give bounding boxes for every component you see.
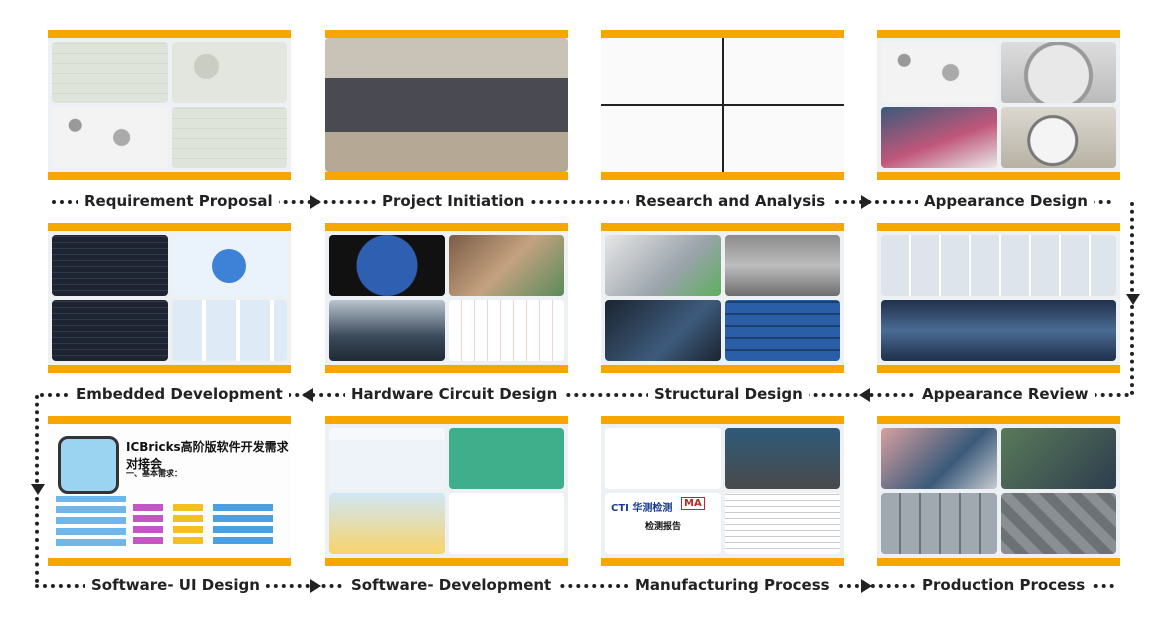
card-research-analysis — [601, 30, 844, 180]
card-software-ui-design: ICBricks高阶版软件开发需求对接会 一、基本需求： — [48, 416, 291, 566]
stage-label: Software- UI Design — [85, 575, 266, 595]
workers-photo — [881, 428, 997, 489]
production-line-photo — [1000, 428, 1116, 489]
card-production-process — [877, 416, 1120, 566]
flow-line-left-down — [35, 395, 39, 483]
stage-label: Research and Analysis — [629, 191, 832, 211]
shelves-photo — [724, 300, 840, 361]
stage-label: Hardware Circuit Design — [345, 384, 564, 404]
code-screenshot — [52, 235, 168, 296]
blocks-palette — [213, 502, 273, 544]
flow-diagram — [171, 300, 287, 361]
factory-photo — [605, 300, 721, 361]
robot-render — [1000, 42, 1116, 103]
flow-line-left — [35, 497, 39, 583]
arrow-left-icon — [859, 388, 870, 402]
blocks-palette — [133, 502, 163, 544]
arrow-right-icon — [310, 195, 321, 209]
ma-badge: MA — [681, 497, 705, 510]
sketch-photo — [171, 42, 287, 103]
app-screens — [448, 428, 564, 489]
soldering-photo — [448, 235, 564, 296]
stage-label: Embedded Development — [70, 384, 289, 404]
arrow-down-icon — [1126, 294, 1140, 305]
cti-brand: CTI 华测检测 — [611, 503, 673, 514]
arrow-down-icon — [31, 484, 45, 495]
pcb-board — [329, 235, 445, 296]
mascot-icon — [58, 436, 119, 494]
card-requirement-proposal — [48, 30, 291, 180]
robot-prototype — [1000, 107, 1116, 168]
flow-line-row1 — [52, 200, 1112, 204]
stage-label: Project Initiation — [376, 191, 531, 211]
stage-label: Manufacturing Process — [629, 575, 836, 595]
flow-line-right — [1130, 305, 1134, 395]
inspection-table — [724, 493, 840, 554]
review-meeting-photo — [881, 300, 1116, 361]
flow-line-row3 — [35, 584, 1115, 588]
schematic — [448, 300, 564, 361]
arrow-right-icon — [861, 195, 872, 209]
ui-design-doc: ICBricks高阶版软件开发需求对接会 一、基本需求： — [48, 424, 291, 558]
stage-label: Requirement Proposal — [78, 191, 279, 211]
arrow-right-icon — [861, 579, 872, 593]
pcb-assembly-photo — [724, 428, 840, 489]
packaging-photo — [1000, 493, 1116, 554]
report-title: 检测报告 — [645, 522, 682, 532]
folder-icon — [212, 248, 247, 283]
ui-doc-title: ICBricks高阶版软件开发需求对接会 — [126, 440, 289, 471]
cad-model — [605, 235, 721, 296]
card-appearance-design — [877, 30, 1120, 180]
card-embedded-development — [48, 223, 291, 373]
admin-screen — [448, 493, 564, 554]
code-screenshot — [52, 300, 168, 361]
card-structural-design — [601, 223, 844, 373]
sketch-photo — [52, 107, 168, 168]
dashboard-screenshot — [329, 428, 445, 489]
stage-label: Appearance Design — [918, 191, 1094, 211]
process-document — [605, 428, 721, 489]
card-appearance-review — [877, 223, 1120, 373]
flow-line-row2 — [40, 393, 1130, 397]
market-quadrant-chart — [601, 38, 844, 172]
card-hardware-circuit-design — [325, 223, 568, 373]
blocks-palette — [173, 502, 203, 544]
warehouse-photo — [881, 493, 997, 554]
sketch-photo — [171, 107, 287, 168]
sketch-photo — [52, 42, 168, 103]
card-manufacturing-process: CTI 华测检测 MA 检测报告 — [601, 416, 844, 566]
flow-line-right-down — [1130, 202, 1134, 292]
game-screen — [329, 493, 445, 554]
lab-photo — [329, 300, 445, 361]
modeling-photo — [881, 107, 997, 168]
stage-label: Software- Development — [345, 575, 558, 595]
ui-doc-section: 一、基本需求： — [126, 469, 182, 478]
blocks-palette — [56, 496, 126, 546]
meeting-photo — [325, 38, 568, 172]
stage-label: Production Process — [916, 575, 1092, 595]
design-sketch — [881, 42, 997, 103]
test-report: CTI 华测检测 MA 检测报告 — [605, 493, 721, 554]
mold-photo — [724, 235, 840, 296]
folder-ui — [171, 235, 287, 296]
arrow-right-icon — [310, 579, 321, 593]
card-software-development — [325, 416, 568, 566]
product-lineup — [881, 235, 1116, 296]
stage-label: Appearance Review — [916, 384, 1095, 404]
stage-label: Structural Design — [648, 384, 809, 404]
arrow-left-icon — [302, 388, 313, 402]
card-project-initiation — [325, 30, 568, 180]
